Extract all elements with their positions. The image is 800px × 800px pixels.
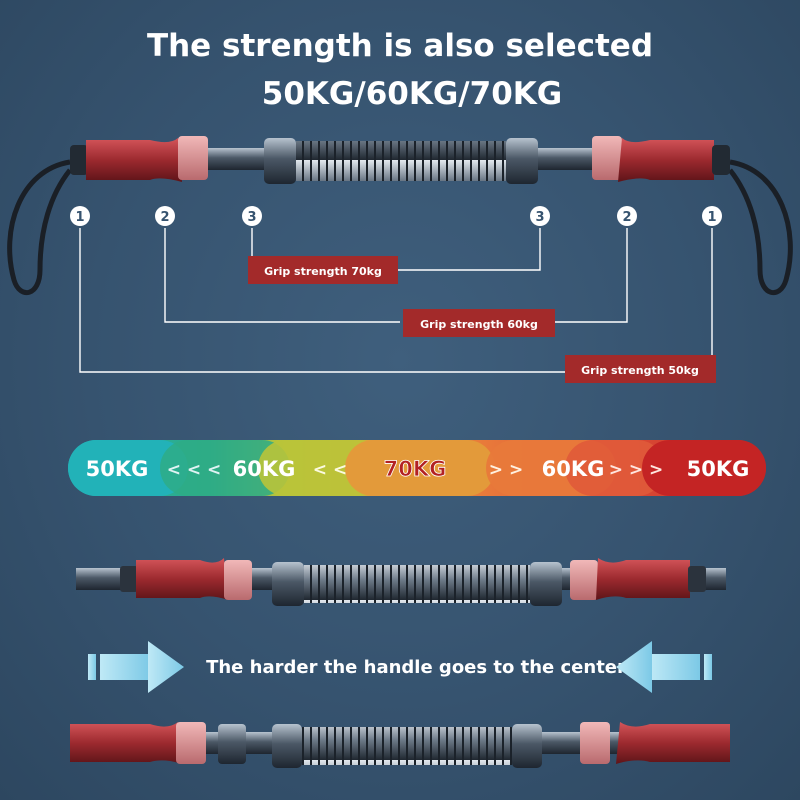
marker-left-3: 3 xyxy=(242,206,262,226)
right-strap xyxy=(728,159,793,296)
scale-segment-70: 70KG xyxy=(384,457,447,481)
subheadline: 50KG/60KG/70KG xyxy=(261,76,563,112)
svg-text:Grip strength 50kg: Grip strength 50kg xyxy=(581,364,699,377)
marker-right-2: 2 xyxy=(617,206,637,226)
bracket-lines xyxy=(79,228,716,373)
scale-arrows-left: < < < xyxy=(167,460,222,480)
scale-arrows-right: > > > xyxy=(609,460,664,480)
top-device xyxy=(7,136,793,296)
marker-left-2: 2 xyxy=(155,206,175,226)
middle-device xyxy=(76,558,726,606)
svg-text:Grip strength 70kg: Grip strength 70kg xyxy=(264,265,382,278)
svg-text:3: 3 xyxy=(247,210,256,225)
bottom-device xyxy=(70,722,730,768)
scale-segment-60-left: 60KG xyxy=(233,457,296,481)
grip-label-60: Grip strength 60kg xyxy=(403,309,555,337)
grip-label-70: Grip strength 70kg xyxy=(248,256,398,284)
caption-text: The harder the handle goes to the center xyxy=(206,657,626,678)
svg-text:Grip strength 60kg: Grip strength 60kg xyxy=(420,318,538,331)
left-strap xyxy=(7,159,72,296)
svg-text:1: 1 xyxy=(75,210,84,225)
scale-segment-60-right: 60KG xyxy=(542,457,605,481)
svg-text:3: 3 xyxy=(535,210,544,225)
left-arrow-icon xyxy=(88,641,184,693)
scale-arrows-right-short: > > xyxy=(489,460,523,480)
grip-label-50: Grip strength 50kg xyxy=(565,355,716,383)
svg-text:2: 2 xyxy=(622,210,631,225)
marker-left-1: 1 xyxy=(70,206,90,226)
right-arrow-icon xyxy=(616,641,712,693)
scale-segment-50-left: 50KG xyxy=(86,457,149,481)
marker-right-3: 3 xyxy=(530,206,550,226)
strength-scale: 50KG < < < 60KG < < 70KG > > 60KG > > > … xyxy=(68,440,766,496)
scale-segment-50-right: 50KG xyxy=(687,457,750,481)
scale-arrows-left-short: < < xyxy=(313,460,347,480)
headline: The strength is also selected xyxy=(146,28,654,64)
marker-right-1: 1 xyxy=(702,206,722,226)
svg-text:2: 2 xyxy=(160,210,169,225)
svg-text:1: 1 xyxy=(707,210,716,225)
